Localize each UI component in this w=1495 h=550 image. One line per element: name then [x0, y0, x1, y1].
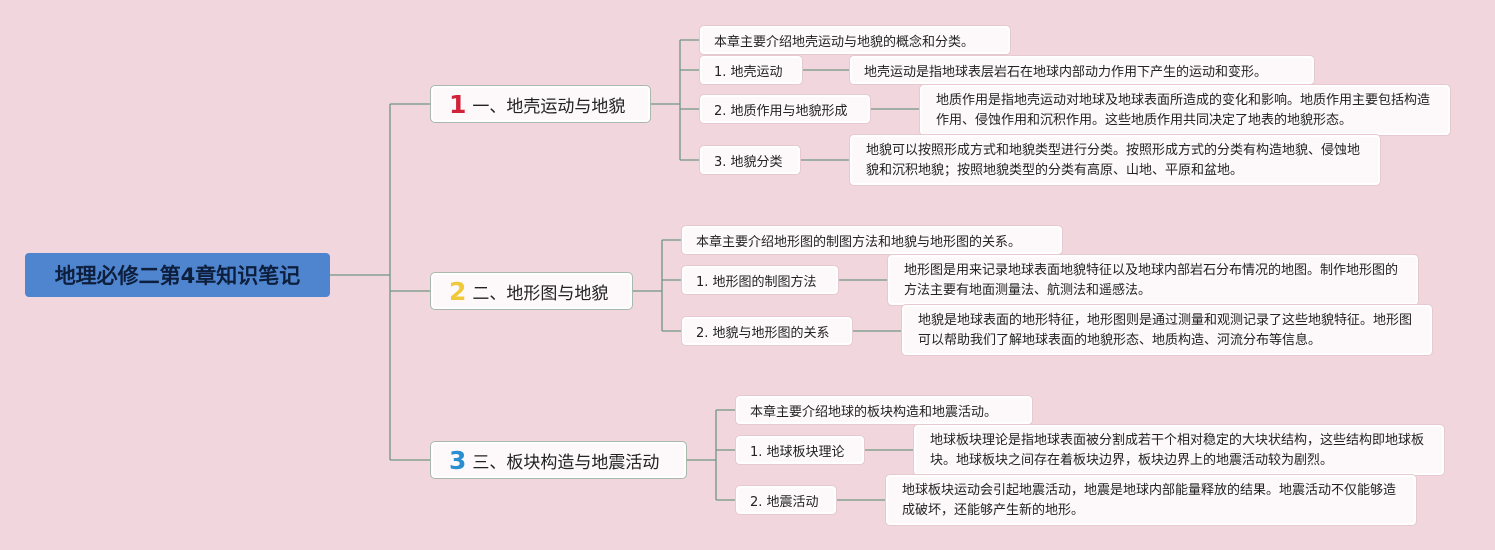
branch-3-item-1-detail[interactable]: 地球板块理论是指地球表面被分割成若干个相对稳定的大块状结构，这些结构即地球板块。… [914, 425, 1444, 475]
branch-topic-3[interactable]: 3 三、板块构造与地震活动 [431, 442, 686, 478]
branch-3-item-1-detail-text: 地球板块理论是指地球表面被分割成若干个相对稳定的大块状结构，这些结构即地球板块。… [930, 433, 1425, 468]
branch-2-intro[interactable]: 本章主要介绍地形图的制图方法和地貌与地形图的关系。 [682, 226, 1062, 254]
branch-title-1: 一、地壳运动与地貌 [472, 96, 626, 117]
branch-1-item-3-detail-text: 地貌可以按照形成方式和地貌类型进行分类。按照形成方式的分类有构造地貌、侵蚀地貌和… [866, 143, 1361, 178]
branch-1-intro[interactable]: 本章主要介绍地壳运动与地貌的概念和分类。 [700, 26, 1010, 54]
branch-3-intro-text: 本章主要介绍地球的板块构造和地震活动。 [750, 404, 998, 420]
branch-1-item-1-detail[interactable]: 地壳运动是指地球表层岩石在地球内部动力作用下产生的运动和变形。 [850, 56, 1314, 84]
branch-1-item-2-detail-text: 地质作用是指地壳运动对地球及地球表面所造成的变化和影响。地质作用主要包括构造作用… [936, 93, 1431, 128]
branch-title-2: 二、地形图与地貌 [472, 283, 609, 304]
branch-1-item-2-detail[interactable]: 地质作用是指地壳运动对地球及地球表面所造成的变化和影响。地质作用主要包括构造作用… [920, 85, 1450, 135]
branch-3-item-2-label: 2. 地震活动 [750, 494, 819, 510]
branch-1-item-3[interactable]: 3. 地貌分类 [700, 146, 800, 174]
branch-topic-2[interactable]: 2 二、地形图与地貌 [431, 273, 632, 309]
branch-1-item-1[interactable]: 1. 地壳运动 [700, 56, 802, 84]
branch-2-item-2[interactable]: 2. 地貌与地形图的关系 [682, 317, 852, 345]
branch-1-item-2[interactable]: 2. 地质作用与地貌形成 [700, 95, 870, 123]
branch-3-item-1-label: 1. 地球板块理论 [750, 444, 845, 460]
branch-1-item-1-label: 1. 地壳运动 [714, 64, 783, 80]
branch-1-intro-text: 本章主要介绍地壳运动与地貌的概念和分类。 [714, 34, 975, 50]
root-title: 地理必修二第4章知识笔记 [54, 264, 301, 288]
branch-2-item-2-label: 2. 地貌与地形图的关系 [696, 325, 830, 341]
branch-2-item-2-detail-text: 地貌是地球表面的地形特征，地形图则是通过测量和观测记录了这些地貌特征。地形图可以… [918, 313, 1413, 348]
branch-1-item-3-label: 3. 地貌分类 [714, 154, 783, 170]
branch-number-1: 1 [449, 89, 467, 119]
branch-2-item-2-detail[interactable]: 地貌是地球表面的地形特征，地形图则是通过测量和观测记录了这些地貌特征。地形图可以… [902, 305, 1432, 355]
branch-number-2: 2 [449, 276, 467, 306]
branch-1-item-3-detail[interactable]: 地貌可以按照形成方式和地貌类型进行分类。按照形成方式的分类有构造地貌、侵蚀地貌和… [850, 135, 1380, 185]
branch-2-item-1-detail[interactable]: 地形图是用来记录地球表面地貌特征以及地球内部岩石分布情况的地图。制作地形图的方法… [888, 255, 1418, 305]
branch-2-item-1-detail-text: 地形图是用来记录地球表面地貌特征以及地球内部岩石分布情况的地图。制作地形图的方法… [904, 263, 1399, 298]
branch-3-item-2-detail[interactable]: 地球板块运动会引起地震活动，地震是地球内部能量释放的结果。地震活动不仅能够造成破… [886, 475, 1416, 525]
branch-1-item-1-detail-text: 地壳运动是指地球表层岩石在地球内部动力作用下产生的运动和变形。 [864, 64, 1268, 80]
branch-1-item-2-label: 2. 地质作用与地貌形成 [714, 103, 848, 119]
branch-title-3: 三、板块构造与地震活动 [472, 452, 660, 473]
branch-topic-1[interactable]: 1 一、地壳运动与地貌 [431, 86, 650, 122]
branch-3-item-2[interactable]: 2. 地震活动 [736, 486, 836, 514]
branch-3-item-2-detail-text: 地球板块运动会引起地震活动，地震是地球内部能量释放的结果。地震活动不仅能够造成破… [902, 483, 1397, 518]
branch-number-3: 3 [449, 445, 467, 475]
branch-2-item-1-label: 1. 地形图的制图方法 [696, 274, 817, 290]
root-topic[interactable]: 地理必修二第4章知识笔记 [25, 253, 330, 297]
branch-2-intro-text: 本章主要介绍地形图的制图方法和地貌与地形图的关系。 [696, 234, 1022, 250]
branch-3-intro[interactable]: 本章主要介绍地球的板块构造和地震活动。 [736, 396, 1032, 424]
branch-3-item-1[interactable]: 1. 地球板块理论 [736, 436, 864, 464]
branch-2-item-1[interactable]: 1. 地形图的制图方法 [682, 266, 838, 294]
